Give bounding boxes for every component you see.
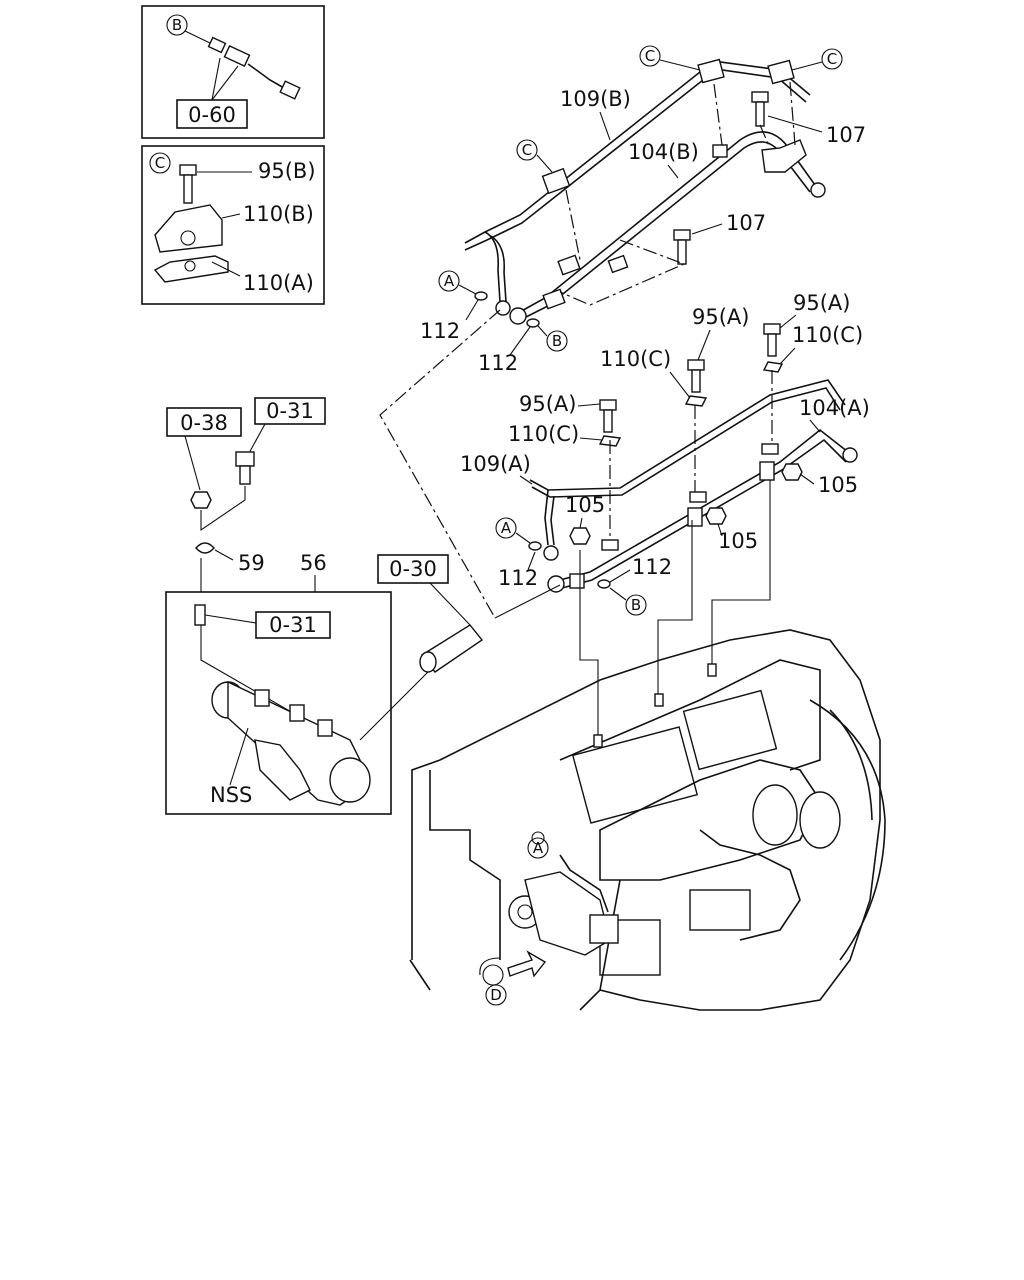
label-112-4: 112: [632, 555, 672, 579]
label-95a-3: 95(A): [519, 392, 576, 416]
label-59: 59: [238, 551, 265, 575]
label-nss: NSS: [210, 783, 252, 807]
ref-0-31-top: 0-31: [266, 399, 314, 423]
label-95a-2: 95(A): [793, 291, 850, 315]
clamp-110a: [153, 255, 229, 283]
marker-c-1: C: [645, 47, 655, 65]
marker-a-1: A: [444, 272, 455, 290]
inset-b-marker: B: [172, 16, 182, 34]
hose-part: [419, 624, 484, 673]
label-112-2: 112: [478, 351, 518, 375]
marker-b-2: B: [631, 596, 641, 614]
label-107-upper: 107: [826, 123, 866, 147]
label-112-1: 112: [420, 319, 460, 343]
marker-b-1: B: [552, 332, 562, 350]
label-112-3: 112: [498, 566, 538, 590]
fuel-pump-part: [508, 871, 619, 956]
return-assembly: 0-38 0-31 59 56 0-31: [165, 397, 484, 815]
marker-d: D: [490, 986, 502, 1004]
ref-0-38: 0-38: [180, 411, 228, 435]
inset-c: C 95(B) 110(B) 110(A): [141, 145, 325, 305]
inset-c-marker: C: [155, 154, 165, 172]
label-109a: 109(A): [460, 452, 531, 476]
upper-fuel-pipes: [464, 58, 826, 328]
return-manifold-part: [211, 680, 371, 806]
label-105-2: 105: [718, 529, 758, 553]
engine-block: [409, 629, 886, 1011]
label-105-1: 105: [565, 493, 605, 517]
marker-a-2: A: [501, 519, 512, 537]
lower-fuel-pipes: [528, 323, 858, 593]
label-107-lower: 107: [726, 211, 766, 235]
label-95b: 95(B): [258, 159, 316, 183]
label-95a-1: 95(A): [692, 305, 749, 329]
label-110c-3: 110(C): [508, 422, 579, 446]
marker-a-3: A: [533, 839, 544, 857]
label-56: 56: [300, 551, 327, 575]
label-110a: 110(A): [243, 271, 314, 295]
label-110b: 110(B): [243, 202, 314, 226]
bolt-95b: [179, 164, 197, 204]
label-110c-2: 110(C): [792, 323, 863, 347]
label-110c-1: 110(C): [600, 347, 671, 371]
label-104a: 104(A): [799, 396, 870, 420]
ref-0-30: 0-30: [389, 557, 437, 581]
ref-0-60: 0-60: [188, 103, 236, 127]
label-109b: 109(B): [560, 87, 631, 111]
inset-b: B 0-60: [141, 5, 325, 139]
label-105-3: 105: [818, 473, 858, 497]
label-104b: 104(B): [628, 140, 699, 164]
sensor-part: [207, 36, 301, 100]
clamp-110b: [154, 204, 223, 253]
callouts: C C C 109(B) 104(B) 107 107 A 112 112 B …: [420, 45, 870, 1006]
ref-0-31-box: 0-31: [269, 613, 317, 637]
marker-c-3: C: [522, 141, 532, 159]
marker-c-2: C: [827, 50, 837, 68]
